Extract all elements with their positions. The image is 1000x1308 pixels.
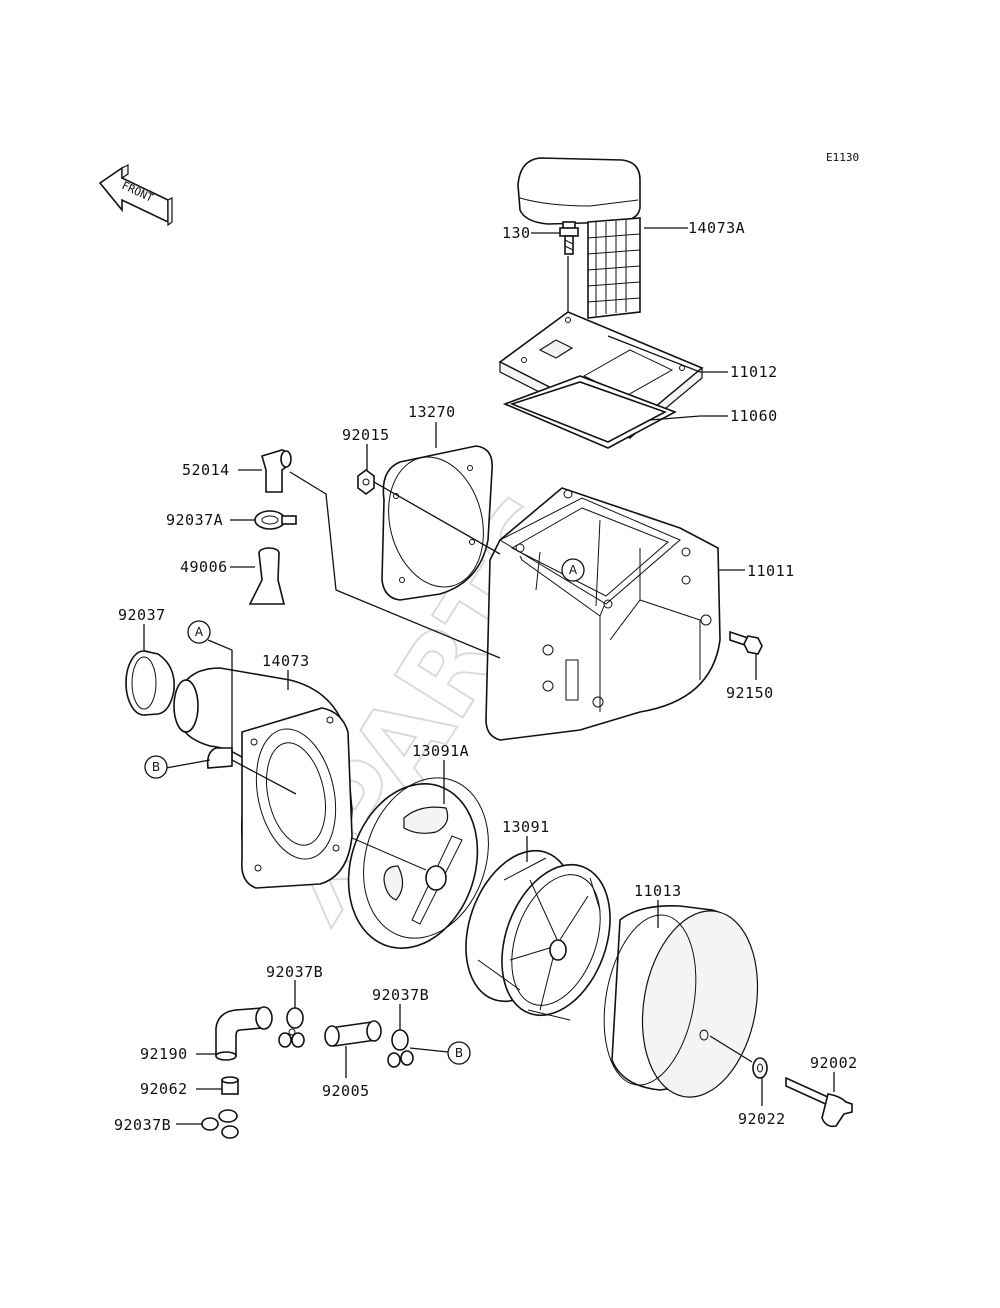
- diagram-code: E1130: [826, 151, 859, 164]
- ref-b-2: B: [447, 1041, 471, 1065]
- part-49006-shape: [248, 547, 286, 605]
- svg-text:B: B: [152, 760, 160, 774]
- part-92037B-1-shape: [278, 1007, 305, 1048]
- label-14073A: 14073A: [688, 219, 745, 237]
- label-11060: 11060: [730, 407, 778, 425]
- svg-text:A: A: [569, 563, 578, 577]
- part-92190-shape: [215, 1006, 273, 1061]
- part-11013-shape: [603, 904, 759, 1098]
- part-92005-shape: [324, 1020, 382, 1047]
- part-92037B-2-shape: [387, 1029, 414, 1068]
- svg-text:A: A: [195, 625, 204, 639]
- part-92150-shape: [729, 630, 763, 655]
- part-13270-shape: [381, 445, 493, 601]
- label-13270: 13270: [408, 403, 456, 421]
- label-92005: 92005: [322, 1082, 370, 1100]
- label-130: 130: [502, 224, 531, 242]
- label-11011: 11011: [747, 562, 795, 580]
- part-14073-shape: [173, 667, 353, 889]
- label-92037: 92037: [118, 606, 166, 624]
- part-13091-shape: [465, 849, 611, 1021]
- label-14073: 14073: [262, 652, 310, 670]
- label-92015: 92015: [342, 426, 390, 444]
- part-92002-shape: [785, 1076, 853, 1128]
- part-92015-shape: [357, 469, 375, 495]
- svg-text:B: B: [455, 1046, 463, 1060]
- label-92150: 92150: [726, 684, 774, 702]
- part-52014-shape: [261, 449, 292, 493]
- label-49006: 49006: [180, 558, 228, 576]
- label-52014: 52014: [182, 461, 230, 479]
- label-92037A: 92037A: [166, 511, 223, 529]
- label-13091: 13091: [502, 818, 550, 836]
- label-11012: 11012: [730, 363, 778, 381]
- part-92037B-3-shape: [201, 1109, 239, 1139]
- part-11011-shape: [485, 487, 721, 741]
- front-arrow-icon: FRONT: [98, 164, 173, 227]
- part-11060-shape: [502, 375, 677, 449]
- label-92190: 92190: [140, 1045, 188, 1063]
- label-11013: 11013: [634, 882, 682, 900]
- part-92037-shape: [125, 650, 175, 716]
- label-92037B-2: 92037B: [372, 986, 429, 1004]
- ref-a-1: A: [561, 558, 585, 582]
- label-92002: 92002: [810, 1054, 858, 1072]
- part-92022-shape: [752, 1057, 768, 1079]
- label-92037B-1: 92037B: [266, 963, 323, 981]
- ref-a-2: A: [187, 620, 211, 644]
- label-13091A: 13091A: [412, 742, 469, 760]
- leader-lines: [143, 227, 835, 1125]
- label-92022: 92022: [738, 1110, 786, 1128]
- part-14073A-shape: [517, 157, 641, 319]
- label-92062: 92062: [140, 1080, 188, 1098]
- label-92037B-3: 92037B: [114, 1116, 171, 1134]
- part-92062-shape: [221, 1076, 239, 1095]
- part-92037A-shape: [254, 510, 297, 530]
- part-13091A-shape: [347, 777, 489, 949]
- ref-b-1: B: [144, 755, 168, 779]
- part-130-shape: [559, 221, 579, 255]
